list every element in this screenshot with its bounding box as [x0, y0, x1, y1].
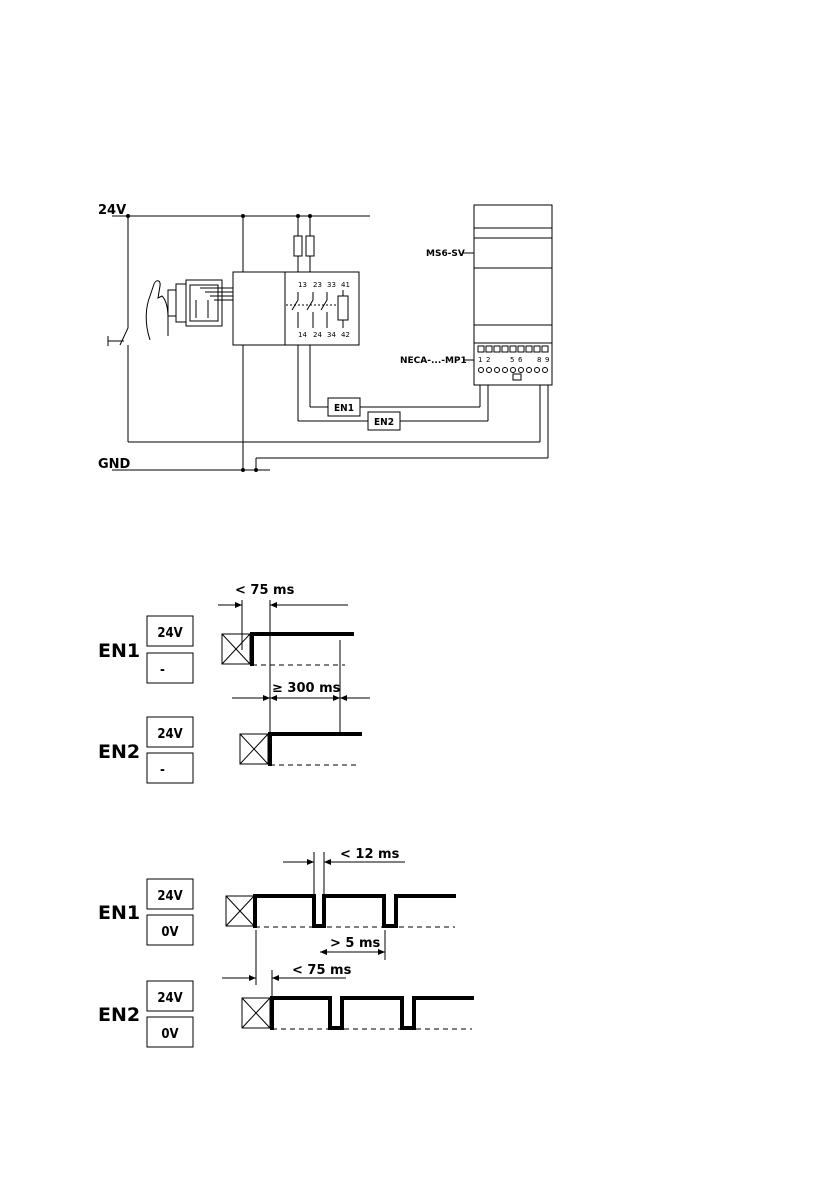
arrow [272, 975, 279, 981]
arrow [340, 695, 347, 701]
undefined-state-marker [226, 896, 254, 926]
terminal-24: 24 [313, 331, 322, 339]
t2-en1-high: 24V [157, 889, 182, 904]
arrow [324, 859, 331, 865]
valve-label: MS6-SV [426, 249, 465, 259]
fuse [306, 236, 314, 256]
t1-delay-label: < 75 ms [235, 583, 295, 598]
t1-en1-low-box [147, 653, 193, 683]
terminal-14: 14 [298, 331, 307, 339]
terminal-23: 23 [313, 281, 322, 289]
t1-en2-low-box [147, 753, 193, 783]
fuse [294, 236, 302, 256]
t1-en1-low: - [160, 663, 165, 678]
t2-delay-label: < 75 ms [292, 963, 352, 978]
arrow [249, 975, 256, 981]
terminal-42: 42 [341, 331, 350, 339]
t2-en1-low: 0V [161, 925, 178, 940]
relay-coil [338, 296, 348, 320]
timing-diagram-1: < 75 ms EN1 24V - ≥ 300 ms EN2 24V - [98, 583, 370, 783]
sensor-head [176, 284, 186, 322]
arrow [270, 602, 277, 608]
t1-en1-name: EN1 [98, 640, 140, 662]
pin-6: 6 [518, 356, 523, 364]
t1-en1-waveform [252, 634, 354, 666]
t1-en1-high: 24V [157, 626, 182, 641]
en2-box-label: EN2 [374, 417, 394, 428]
switch-contact [120, 328, 128, 345]
hand-icon [146, 281, 168, 340]
arrow [235, 602, 242, 608]
t2-en2-high: 24V [157, 991, 182, 1006]
t2-en2-low: 0V [161, 1027, 178, 1042]
pin-8: 8 [537, 356, 541, 364]
t2-en1-name: EN1 [98, 902, 140, 924]
wiring-diagram: 24V GND [98, 203, 552, 472]
sensor-actuator [168, 290, 176, 316]
pin-2: 2 [486, 356, 490, 364]
t2-en2-name: EN2 [98, 1004, 140, 1026]
arrow [263, 695, 270, 701]
t2-pulse-label: < 12 ms [340, 847, 400, 862]
t2-en2-waveform [272, 998, 474, 1030]
t1-en2-high: 24V [157, 727, 182, 742]
terminal-13: 13 [298, 281, 307, 289]
connector-label: NECA-...-MP1 [400, 356, 467, 366]
t2-gap-label: > 5 ms [330, 936, 381, 951]
undefined-state-marker [240, 734, 268, 764]
sensor-body [186, 280, 222, 326]
pin-9: 9 [545, 356, 549, 364]
undefined-state-marker [222, 634, 250, 664]
t2-en1-waveform [255, 896, 456, 928]
undefined-state-marker [242, 998, 270, 1028]
t1-en2-name: EN2 [98, 741, 140, 763]
timing-diagram-2: < 12 ms EN1 24V 0V > 5 ms < 75 ms EN2 [98, 847, 474, 1047]
pin-1: 1 [478, 356, 482, 364]
t1-en2-waveform [270, 734, 362, 766]
terminal-33: 33 [327, 281, 336, 289]
t1-min-label: ≥ 300 ms [272, 681, 341, 696]
arrow [307, 859, 314, 865]
terminal-41: 41 [341, 281, 350, 289]
t1-en2-low: - [160, 763, 165, 778]
pin-5: 5 [510, 356, 514, 364]
en1-box-label: EN1 [334, 403, 354, 414]
terminal-34: 34 [327, 331, 336, 339]
arrow [320, 949, 327, 955]
